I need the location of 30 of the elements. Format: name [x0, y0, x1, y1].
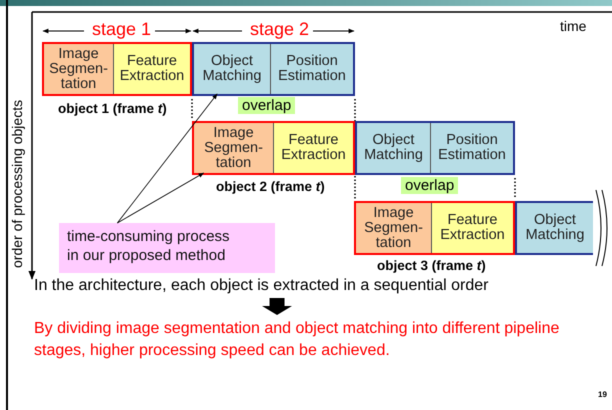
statement-text: In the architecture, each object is extracted in a sequential order: [34, 275, 594, 297]
object-label: object 1 (frame t): [58, 100, 167, 118]
block-arrow: [262, 298, 292, 315]
axis-label: time: [560, 17, 586, 36]
overlap-label: overlap: [238, 97, 296, 114]
statement-text: By dividing image segmentation and object matching into different pipeline stages, higher processing speed can be achieved.: [34, 318, 574, 362]
object-label: object 2 (frame t): [216, 178, 325, 196]
stage-frame: [355, 121, 515, 175]
stage-frame: [354, 201, 515, 255]
process-box: Position Estimation: [431, 123, 513, 173]
process-box: Image Segmen- tation: [194, 123, 274, 173]
overlap-label: overlap: [401, 177, 458, 194]
leader-arrow: [116, 172, 204, 224]
stage-frame: [192, 42, 355, 96]
process-box: Object Matching: [194, 44, 271, 94]
process-box: Feature Extraction: [114, 44, 190, 94]
process-box: Position Estimation: [271, 44, 353, 94]
process-box: Object Matching: [517, 203, 593, 253]
callout-box: time-consuming process in our proposed method: [59, 223, 275, 273]
process-box: Object Matching: [357, 123, 431, 173]
axis-label: order of processing objects: [8, 100, 26, 268]
object-label: object 3 (frame t): [377, 257, 486, 275]
process-box: Image Segmen- tation: [356, 203, 432, 253]
stage-frame: [192, 121, 355, 175]
process-box: Image Segmen- tation: [44, 44, 114, 94]
stage-frame: [42, 42, 192, 96]
process-box: Feature Extraction: [274, 123, 353, 173]
page-number: 19: [598, 389, 607, 401]
leader-arrow: [116, 94, 218, 224]
process-box: Feature Extraction: [432, 203, 513, 253]
